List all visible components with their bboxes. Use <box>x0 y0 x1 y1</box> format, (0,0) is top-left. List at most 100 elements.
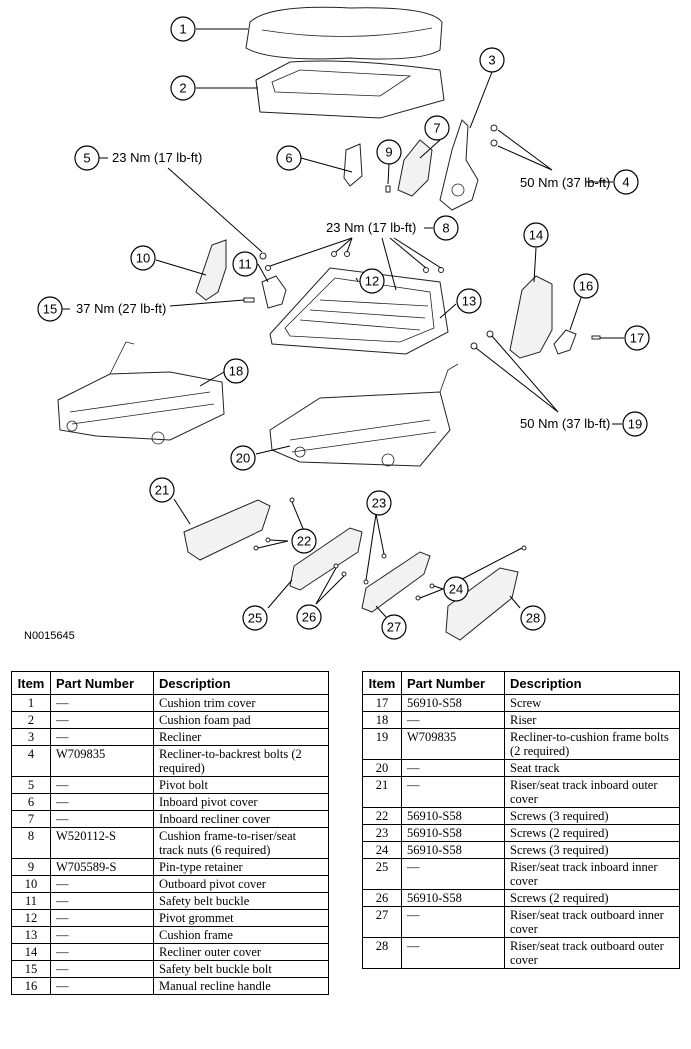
item-cell: 24 <box>362 841 402 859</box>
svg-text:5: 5 <box>83 151 90 166</box>
item-cell: 21 <box>362 776 402 808</box>
description-cell: Riser/seat track outboard outer cover <box>504 937 680 969</box>
riser-drawing <box>57 341 225 445</box>
table-row: 28—Riser/seat track outboard outer cover <box>362 937 680 969</box>
part-number-cell: — <box>50 943 154 961</box>
item-cell: 23 <box>362 824 402 842</box>
part-number-cell: — <box>50 694 154 712</box>
part-number-cell: 56910-S58 <box>401 807 505 825</box>
callout-22: 22 <box>291 528 317 554</box>
part-number-cell: — <box>50 711 154 729</box>
description-cell: Recliner-to-cushion frame bolts (2 requi… <box>504 728 680 760</box>
part-number-cell: W520112-S <box>50 827 154 859</box>
item-cell: 20 <box>362 759 402 777</box>
description-cell: Manual recline handle <box>153 977 329 995</box>
item-cell: 19 <box>362 728 402 760</box>
item-cell: 27 <box>362 906 402 938</box>
svg-text:22: 22 <box>297 534 311 549</box>
torque-label-15: 37 Nm (27 lb-ft) <box>76 301 166 316</box>
svg-text:25: 25 <box>248 611 262 626</box>
safety-belt-buckle-drawing <box>261 275 287 309</box>
callout-7: 7 <box>424 115 450 141</box>
part-number-cell: — <box>401 711 505 729</box>
svg-text:23: 23 <box>372 496 386 511</box>
table-row: 2—Cushion foam pad <box>11 711 329 729</box>
description-cell: Pivot grommet <box>153 909 329 927</box>
torque-label-4: 50 Nm (37 lb-ft) <box>520 175 610 190</box>
cushion-trim-cover-drawing <box>245 6 443 60</box>
pin-retainer-drawing <box>385 185 391 193</box>
riser-inboard-outer-cover-drawing <box>183 499 271 561</box>
item-cell: 5 <box>11 776 51 794</box>
item-cell: 2 <box>11 711 51 729</box>
callout-1: 1 <box>170 16 196 42</box>
callout-5: 5 <box>74 145 100 171</box>
riser-outboard-inner-cover-drawing <box>361 551 431 613</box>
table-row: 21—Riser/seat track inboard outer cover <box>362 776 680 808</box>
header-item: Item <box>11 671 51 695</box>
callout-25: 25 <box>242 605 268 631</box>
svg-text:3: 3 <box>488 53 495 68</box>
callout-23: 23 <box>366 490 392 516</box>
svg-text:7: 7 <box>433 121 440 136</box>
description-cell: Safety belt buckle bolt <box>153 960 329 978</box>
callout-3: 3 <box>479 47 505 73</box>
item-cell: 11 <box>11 892 51 910</box>
item-cell: 17 <box>362 694 402 712</box>
svg-text:10: 10 <box>136 251 150 266</box>
svg-text:9: 9 <box>385 145 392 160</box>
table-row: 1—Cushion trim cover <box>11 694 329 712</box>
svg-text:27: 27 <box>387 620 401 635</box>
inboard-pivot-cover-drawing <box>343 143 363 187</box>
cushion-frame-drawing <box>269 267 449 355</box>
description-cell: Riser/seat track inboard inner cover <box>504 858 680 890</box>
item-cell: 3 <box>11 728 51 746</box>
table-row: 15—Safety belt buckle bolt <box>11 960 329 978</box>
svg-text:18: 18 <box>229 364 243 379</box>
description-cell: Cushion foam pad <box>153 711 329 729</box>
part-number-cell: — <box>50 810 154 828</box>
recliner-backrest-bolts-drawing <box>490 124 498 147</box>
item-cell: 6 <box>11 793 51 811</box>
svg-text:16: 16 <box>579 279 593 294</box>
item-cell: 14 <box>11 943 51 961</box>
outboard-pivot-cover-drawing <box>195 239 227 301</box>
callout-11: 11 <box>232 251 258 277</box>
svg-text:20: 20 <box>236 451 250 466</box>
header-description: Description <box>153 671 329 695</box>
svg-text:12: 12 <box>365 274 379 289</box>
table-row: 11—Safety belt buckle <box>11 892 329 910</box>
leader-lines <box>62 28 624 618</box>
svg-text:21: 21 <box>155 483 169 498</box>
svg-text:11: 11 <box>238 257 252 272</box>
callout-6: 6 <box>276 145 302 171</box>
part-number-cell: W705589-S <box>50 858 154 876</box>
item-cell: 12 <box>11 909 51 927</box>
description-cell: Riser/seat track outboard inner cover <box>504 906 680 938</box>
description-cell: Cushion trim cover <box>153 694 329 712</box>
item-cell: 28 <box>362 937 402 969</box>
callout-14: 14 <box>523 222 549 248</box>
description-cell: Screws (2 required) <box>504 824 680 842</box>
callout-15: 15 <box>37 296 63 322</box>
exploded-seat-diagram: 23 Nm (17 lb-ft) 50 Nm (37 lb-ft) 23 Nm … <box>37 6 650 641</box>
table-row: 20—Seat track <box>362 759 680 777</box>
description-cell: Seat track <box>504 759 680 777</box>
svg-text:8: 8 <box>442 221 449 236</box>
riser-outboard-outer-cover-drawing <box>445 567 519 641</box>
figure-id: N0015645 <box>24 630 75 642</box>
recliner-drawing <box>397 119 479 211</box>
part-number-cell: — <box>50 776 154 794</box>
description-cell: Screws (3 required) <box>504 841 680 859</box>
callout-17: 17 <box>624 325 650 351</box>
description-cell: Pivot bolt <box>153 776 329 794</box>
part-number-cell: — <box>401 937 505 969</box>
item-cell: 1 <box>11 694 51 712</box>
item-cell: 25 <box>362 858 402 890</box>
item-cell: 26 <box>362 889 402 907</box>
